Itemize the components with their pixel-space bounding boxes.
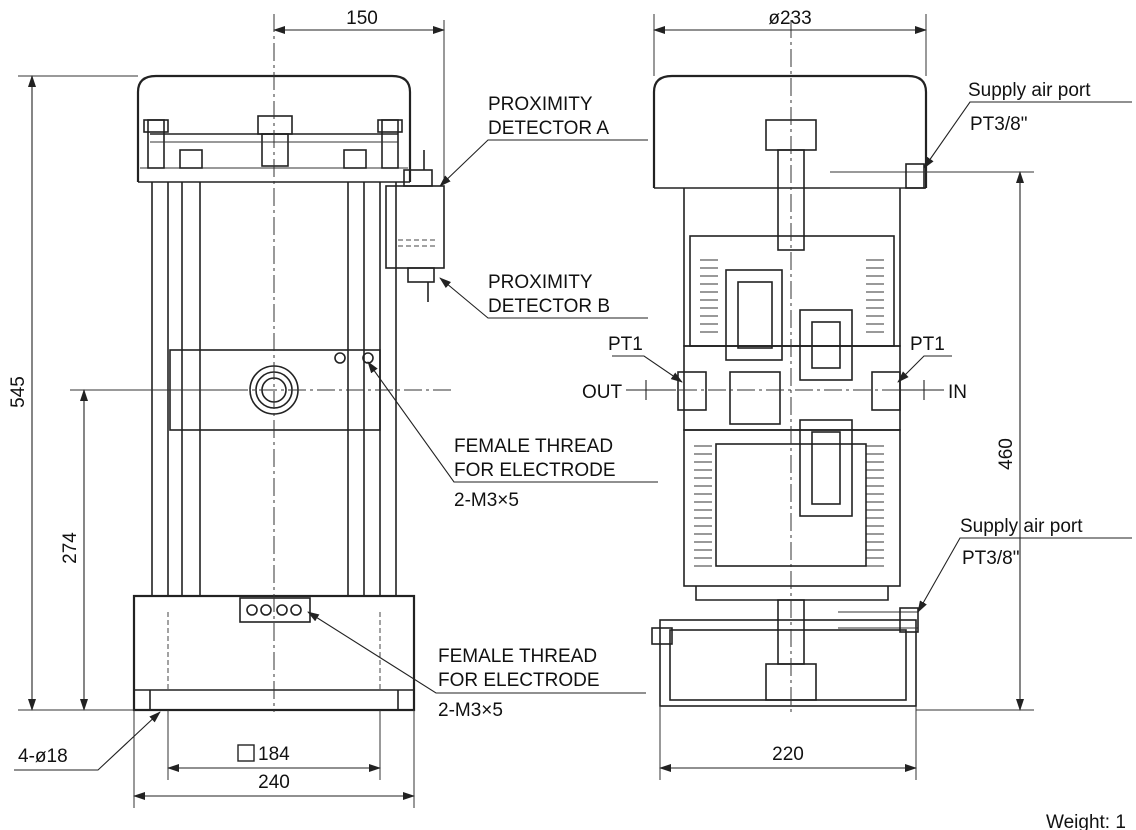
callout-labels: PROXIMITY DETECTOR A PROXIMITY DETECTOR … <box>438 80 1126 830</box>
dim-220: 220 <box>772 744 804 765</box>
electrode1-line2: FOR ELECTRODE <box>454 460 616 481</box>
dim-460: 460 <box>996 438 1017 470</box>
dimension-lines <box>18 14 1034 808</box>
supply-top-label: Supply air port <box>968 80 1091 101</box>
dim-holes: 4-ø18 <box>18 746 68 767</box>
square-symbol <box>237 744 255 762</box>
prox-a-line1: PROXIMITY <box>488 94 593 115</box>
out-label: OUT <box>582 382 623 403</box>
in-label: IN <box>948 382 967 403</box>
right-view <box>650 20 930 712</box>
electrode1-spec: 2-M3×5 <box>454 490 519 511</box>
supply-bottom-label: Supply air port <box>960 516 1083 537</box>
electrode2-line2: FOR ELECTRODE <box>438 670 600 691</box>
supply-top-spec: PT3/8" <box>970 114 1027 135</box>
dimension-labels: 150 ø233 545 274 184 240 4-ø18 220 460 <box>8 8 1017 793</box>
dim-150: 150 <box>346 8 378 29</box>
left-view <box>132 14 452 712</box>
prox-b-line1: PROXIMITY <box>488 272 593 293</box>
dim-545: 545 <box>8 376 29 408</box>
leader-lines <box>14 101 1132 771</box>
pt1-left-label: PT1 <box>608 334 643 355</box>
prox-a-line2: DETECTOR A <box>488 118 609 139</box>
dim-184: 184 <box>258 744 290 765</box>
weight-label: Weight: 1 <box>1046 812 1126 830</box>
dim-240: 240 <box>258 772 290 793</box>
prox-b-line2: DETECTOR B <box>488 296 610 317</box>
electrode2-line1: FEMALE THREAD <box>438 646 597 667</box>
electrode2-spec: 2-M3×5 <box>438 700 503 721</box>
supply-bottom-spec: PT3/8" <box>962 548 1019 569</box>
dim-diameter-233: ø233 <box>768 8 811 29</box>
electrode1-line1: FEMALE THREAD <box>454 436 613 457</box>
dim-274: 274 <box>60 532 81 564</box>
pt1-right-label: PT1 <box>910 334 945 355</box>
